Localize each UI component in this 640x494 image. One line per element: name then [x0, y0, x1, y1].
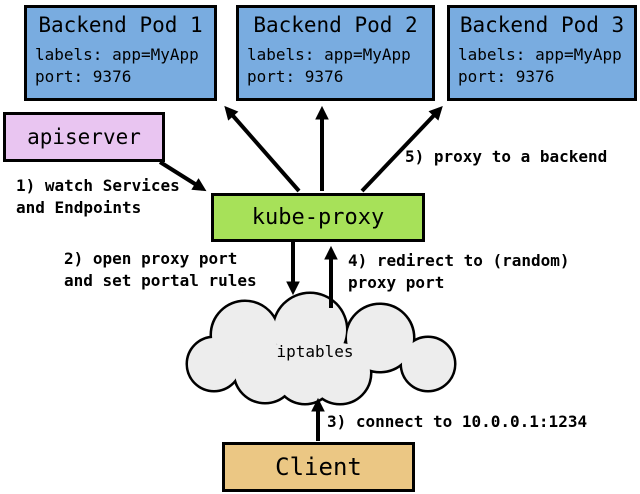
- backend-pod-3-title: Backend Pod 3: [459, 13, 625, 37]
- annotation-step-2: 2) open proxy port and set portal rules: [64, 248, 257, 292]
- annotation-step-3-line-1: 3) connect to 10.0.0.1:1234: [327, 412, 588, 431]
- client-label: Client: [275, 453, 362, 481]
- backend-pod-1-title: Backend Pod 1: [38, 13, 203, 37]
- annotation-step-1: 1) watch Services and Endpoints: [16, 175, 180, 219]
- arrow-apiserver-to-kube-proxy: [158, 160, 207, 192]
- arrow-kube-proxy-to-pod-1: [224, 105, 301, 193]
- backend-pod-2-title: Backend Pod 2: [253, 13, 418, 37]
- arrow-kube-proxy-to-pod-3: [360, 106, 443, 193]
- backend-pod-1-box: Backend Pod 1 labels: app=MyApp port: 93…: [24, 5, 217, 101]
- client-box: Client: [222, 442, 415, 492]
- apiserver-label: apiserver: [27, 125, 141, 149]
- iptables-cloud: [185, 291, 457, 406]
- annotation-step-2-line-2: and set portal rules: [64, 271, 257, 290]
- kube-proxy-box: kube-proxy: [211, 193, 425, 242]
- backend-pod-1-port: port: 9376: [35, 67, 132, 86]
- annotation-step-1-line-2: and Endpoints: [16, 198, 142, 217]
- backend-pod-2-port: port: 9376: [247, 67, 344, 86]
- annotation-step-4-line-1: 4) redirect to (random): [348, 251, 570, 270]
- backend-pod-2-labels: labels: app=MyApp: [247, 45, 411, 64]
- annotation-step-5-line-1: 5) proxy to a backend: [405, 147, 608, 166]
- backend-pod-3-port: port: 9376: [458, 67, 555, 86]
- annotation-step-5: 5) proxy to a backend: [405, 146, 607, 168]
- backend-pod-1-labels: labels: app=MyApp: [35, 45, 199, 64]
- backend-pod-3-labels: labels: app=MyApp: [458, 45, 622, 64]
- annotation-step-4: 4) redirect to (random) proxy port: [348, 250, 570, 294]
- kube-proxy-label: kube-proxy: [251, 205, 385, 230]
- annotation-step-2-line-1: 2) open proxy port: [64, 249, 238, 268]
- apiserver-box: apiserver: [3, 112, 165, 162]
- backend-pod-2-box: Backend Pod 2 labels: app=MyApp port: 93…: [236, 5, 435, 101]
- iptables-label: iptables: [276, 342, 354, 361]
- annotation-step-4-line-2: proxy port: [348, 273, 445, 292]
- annotation-step-3: 3) connect to 10.0.0.1:1234: [327, 411, 587, 433]
- backend-pod-3-box: Backend Pod 3 labels: app=MyApp port: 93…: [447, 5, 637, 101]
- annotation-step-1-line-1: 1) watch Services: [16, 176, 180, 195]
